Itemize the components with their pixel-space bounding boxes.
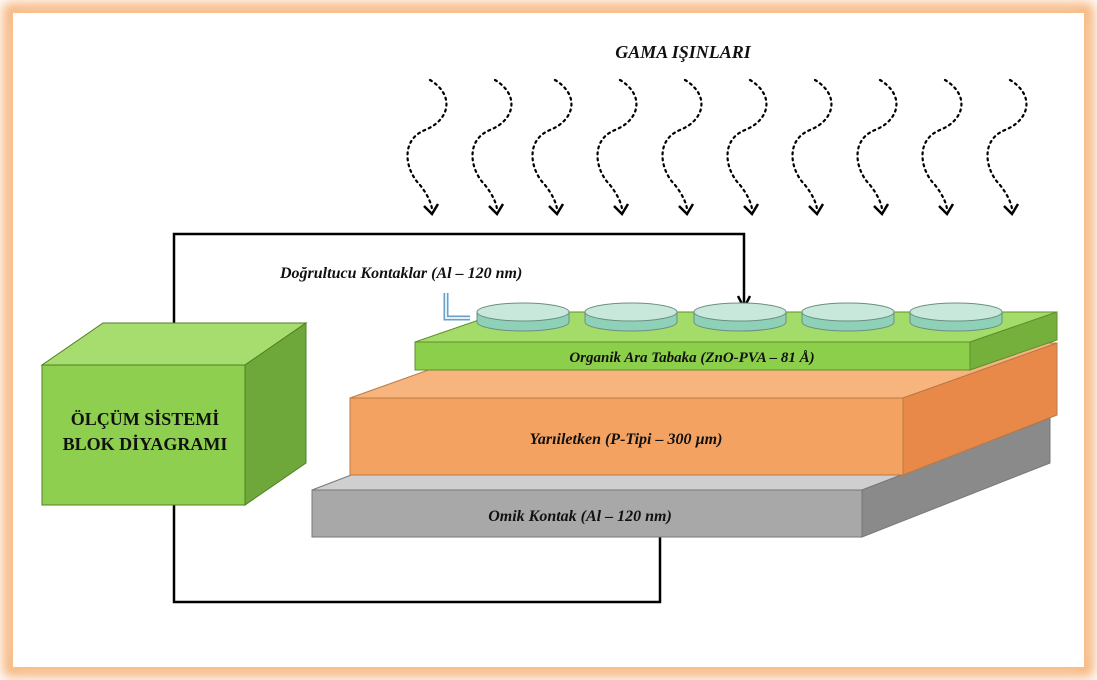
- top-wire: [172, 232, 746, 338]
- rectifier-contacts-label: Doğrultucu Kontaklar (Al – 120 nm): [279, 265, 522, 282]
- gamma-rays: [406, 78, 1028, 217]
- contact-disc-3: [693, 302, 787, 332]
- gamma-ray-arrowhead: [938, 203, 955, 217]
- bottom-wire: [172, 505, 662, 604]
- gamma-ray-9: [921, 78, 963, 217]
- contact-disc-2: [584, 302, 678, 332]
- gamma-ray-6: [726, 78, 768, 217]
- contact-disc-1: [476, 302, 570, 332]
- gamma-ray-4: [596, 78, 638, 217]
- contact-disc-4: [801, 302, 895, 332]
- gamma-ray-arrowhead: [808, 203, 825, 217]
- gamma-ray-arrowhead: [423, 203, 440, 217]
- measurement-system-box: [40, 322, 308, 506]
- contact-disc-5: [909, 302, 1003, 332]
- gamma-ray-arrowhead: [488, 203, 505, 217]
- gamma-ray-arrowhead: [1003, 203, 1020, 217]
- gamma-rays-title: GAMA IŞINLARI: [615, 42, 752, 62]
- gamma-ray-2: [471, 78, 513, 217]
- contact-pointer-icon-inner: [445, 293, 470, 319]
- gamma-ray-7: [791, 78, 833, 217]
- gamma-ray-10: [986, 78, 1028, 217]
- gamma-ray-arrowhead: [743, 203, 760, 217]
- gamma-ray-8: [856, 78, 898, 217]
- measurement-box-line1: ÖLÇÜM SİSTEMİ: [71, 409, 220, 429]
- ohmic-contact-label: Omik Kontak (Al – 120 nm): [488, 508, 672, 525]
- rectifier-contacts: [476, 302, 1003, 332]
- gamma-ray-arrowhead: [678, 203, 695, 217]
- gamma-ray-5: [661, 78, 703, 217]
- gamma-ray-3: [531, 78, 573, 217]
- gamma-ray-arrowhead: [548, 203, 565, 217]
- gamma-ray-1: [406, 78, 448, 217]
- gamma-ray-arrowhead: [613, 203, 630, 217]
- measurement-box-line2: BLOK DİYAGRAMI: [63, 434, 228, 454]
- frame-glow: [3, 3, 1094, 677]
- gamma-ray-arrowhead: [873, 203, 890, 217]
- semiconductor-label: Yarıiletken (P-Tipi – 300 µm): [530, 431, 723, 448]
- organic-layer-label: Organik Ara Tabaka (ZnO-PVA – 81 Å): [569, 350, 814, 366]
